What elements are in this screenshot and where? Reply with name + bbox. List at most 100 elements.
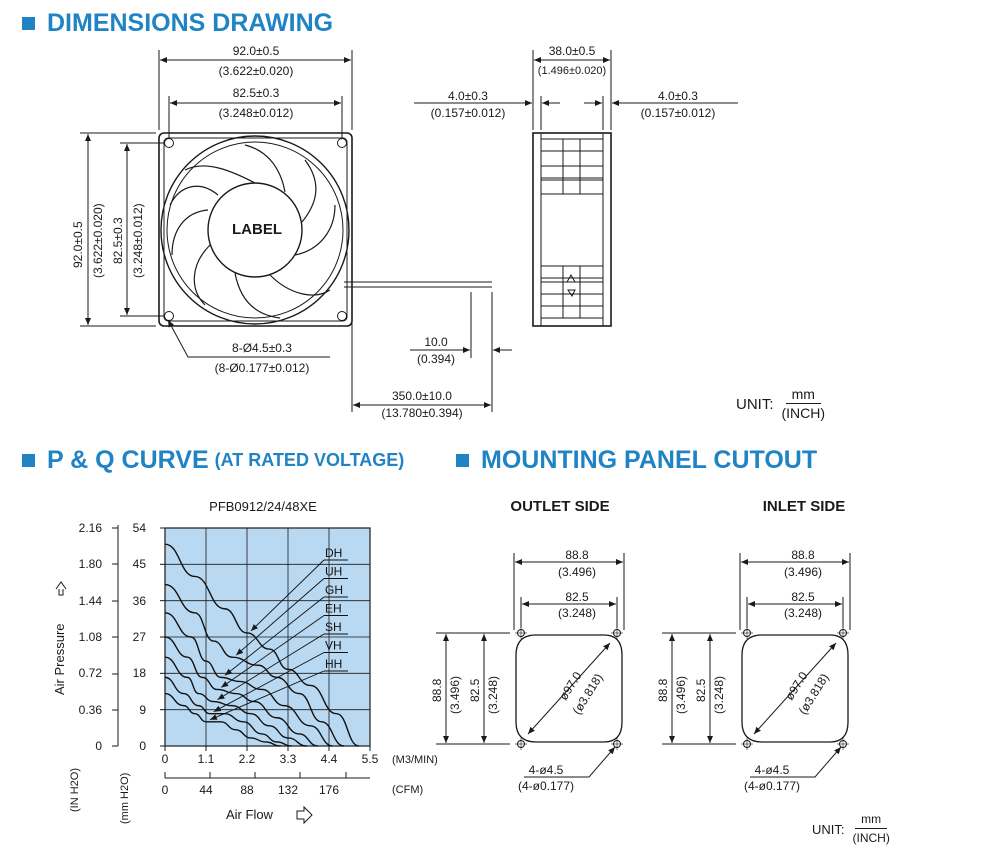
fan-label-text: LABEL	[232, 221, 282, 238]
cutout-outer-in: (3.496)	[783, 565, 823, 579]
pq-x-tick-label-m3: 0	[161, 752, 169, 766]
pq-x-tick-label-m3: 5.5	[361, 752, 379, 766]
pq-y-tick-label-in: 1.08	[78, 630, 102, 644]
lead-length-in: (13.780±0.394)	[381, 406, 463, 420]
pq-series-leader	[217, 633, 325, 700]
unit-prefix: UNIT:	[812, 821, 845, 837]
pq-x-tick-label-cfm: 0	[161, 783, 169, 797]
unit-fraction: mm (INCH)	[782, 386, 826, 422]
cutout-holes-mm: 4-ø4.5	[528, 763, 564, 777]
pq-curve-sh	[164, 656, 307, 747]
cutout-pitch-in: (3.248)	[783, 606, 823, 620]
pq-x-axis-label: Air Flow	[226, 807, 273, 822]
pq-x-tick-label-m3: 1.1	[197, 752, 215, 766]
pq-curve-hh	[164, 692, 281, 747]
front-vpitch-in: (3.248±0.012)	[131, 203, 145, 278]
lead-length-mm: 350.0±10.0	[392, 389, 452, 403]
cutout-pitch-mm: 82.5	[565, 590, 589, 604]
fan-side-view	[532, 132, 612, 327]
cutout-diameter-line	[753, 642, 837, 735]
dimensions-heading: DIMENSIONS DRAWING	[22, 9, 333, 38]
unit-legend-top: UNIT: mm (INCH)	[736, 386, 825, 422]
front-height-mm: 92.0±0.5	[71, 221, 85, 268]
side-flange-left-mm: 4.0±0.3	[448, 89, 488, 103]
heading-bullet	[22, 454, 35, 467]
unit-legend-bottom: UNIT: mm (INCH)	[812, 811, 890, 847]
unit-mm: mm	[785, 386, 821, 404]
unit-fraction: mm (INCH)	[853, 811, 890, 847]
pq-y-tick-label-in: 1.44	[78, 593, 102, 608]
cutout-outer-h-mm: 88.8	[656, 678, 670, 702]
pq-curve-gh	[164, 612, 333, 747]
pq-heading-sub: (AT RATED VOLTAGE)	[214, 450, 405, 470]
cutout-pitch-h-in: (3.248)	[712, 675, 726, 714]
hole-leader	[750, 746, 842, 778]
strip-length-mm: 10.0	[424, 335, 448, 349]
pq-y-tick-label-mm: 54	[132, 521, 146, 535]
unit-inch: (INCH)	[781, 405, 826, 421]
pq-y-tick-label-mm: 45	[132, 557, 146, 572]
cutout-outer-h-in: (3.496)	[674, 675, 688, 714]
cutout-holes-mm: 4-ø4.5	[754, 763, 790, 777]
cutout-outer-in: (3.496)	[557, 565, 597, 579]
cutout-outlet-drawing	[436, 553, 625, 778]
heading-bullet	[22, 17, 35, 30]
front-width-mm: 92.0±0.5	[232, 44, 280, 58]
pq-y-tick-label-in: 0	[95, 739, 102, 753]
pq-heading-text: P & Q CURVE	[47, 446, 209, 474]
heading-bullet	[456, 454, 469, 467]
pq-series-label: SH	[325, 620, 342, 634]
cutout-outer-mm: 88.8	[565, 548, 589, 562]
pq-y-tick-label-mm: 27	[132, 630, 146, 644]
front-vpitch-mm: 82.5±0.3	[111, 217, 125, 264]
cutout-diameter-line	[527, 642, 611, 735]
cutout-opening	[741, 634, 849, 743]
pq-curve-uh	[164, 583, 345, 747]
hole-leader	[524, 746, 616, 778]
pq-x-tick-label-cfm: 44	[199, 783, 213, 797]
fan-front-view	[158, 132, 492, 327]
pq-x-ticks-cfm	[164, 772, 347, 778]
pq-y-unit-mm: (mm H2O)	[119, 772, 131, 824]
pq-x-tick-label-m3: 4.4	[320, 752, 338, 766]
cutout-pitch-in: (3.248)	[557, 606, 597, 620]
mounting-heading: MOUNTING PANEL CUTOUT	[456, 446, 817, 475]
pq-y-tick-label-in: 0.72	[78, 666, 102, 681]
side-flange-left-in: (0.157±0.012)	[430, 106, 506, 120]
front-holes-mm: 8-Ø4.5±0.3	[232, 341, 292, 355]
pq-x-tick-label-m3: 3.3	[279, 752, 297, 766]
front-holes-in: (8-Ø0.177±0.012)	[214, 361, 310, 375]
pq-series-leader	[209, 670, 325, 721]
pq-x-tick-label-m3: 2.2	[238, 752, 256, 766]
unit-prefix: UNIT:	[736, 395, 774, 413]
pq-x-unit-m3: (M3/MIN)	[392, 754, 438, 766]
pq-y-tick-label-in: 0.36	[78, 702, 102, 717]
unit-inch: (INCH)	[852, 831, 890, 845]
pq-x-unit-cfm: (CFM)	[392, 784, 424, 796]
pq-heading: P & Q CURVE (AT RATED VOLTAGE)	[22, 446, 404, 475]
pq-curve-dh	[164, 543, 360, 747]
pq-y-tick-label-in: 1.80	[78, 557, 102, 572]
pq-y-tick-label-mm: 18	[132, 666, 146, 681]
front-width-in: (3.622±0.020)	[218, 64, 294, 78]
pq-y-axis-label: Air Pressure	[52, 623, 67, 695]
front-pitch-mm: 82.5±0.3	[232, 86, 280, 100]
side-depth-in: (1.496±0.020)	[537, 65, 607, 77]
front-height-in: (3.622±0.020)	[91, 203, 105, 278]
pq-series-leader	[220, 615, 325, 688]
side-depth-mm: 38.0±0.5	[548, 44, 596, 58]
unit-mm: mm	[855, 811, 888, 829]
outlet-side-title: OUTLET SIDE	[510, 498, 610, 515]
pq-x-tick-label-cfm: 176	[318, 783, 340, 797]
side-flange-right-mm: 4.0±0.3	[658, 89, 698, 103]
pq-y-tick-label-mm: 9	[139, 702, 146, 717]
cutout-holes-in: (4-ø0.177)	[517, 779, 575, 793]
cutout-pitch-mm: 82.5	[791, 590, 815, 604]
mounting-heading-text: MOUNTING PANEL CUTOUT	[481, 446, 818, 474]
pq-y-tick-label-mm: 36	[132, 593, 146, 608]
pq-chart-title: PFB0912/24/48XE	[209, 499, 317, 514]
pq-series-label: DH	[325, 546, 342, 560]
pq-series-leader	[224, 596, 325, 676]
